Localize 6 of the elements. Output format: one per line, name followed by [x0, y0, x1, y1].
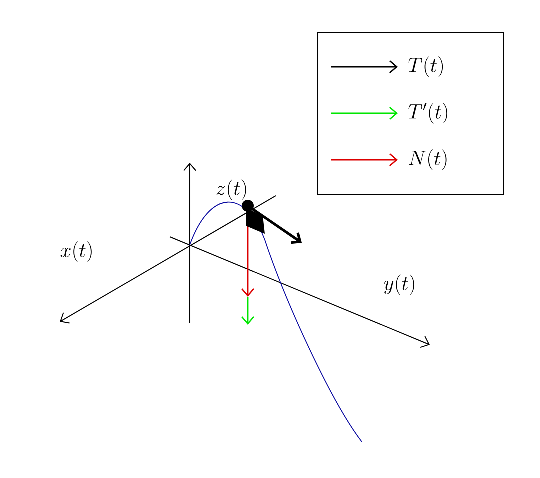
legend-label: $T(t)$ — [408, 56, 444, 78]
legend-label: $N(t)$ — [409, 150, 447, 170]
legend-label: $T'(t)$ — [408, 103, 448, 124]
axis-label: $y(t)$ — [384, 274, 414, 296]
axis-label: $x(t)$ — [60, 242, 92, 262]
axis-label: $z(t)$ — [216, 180, 246, 200]
